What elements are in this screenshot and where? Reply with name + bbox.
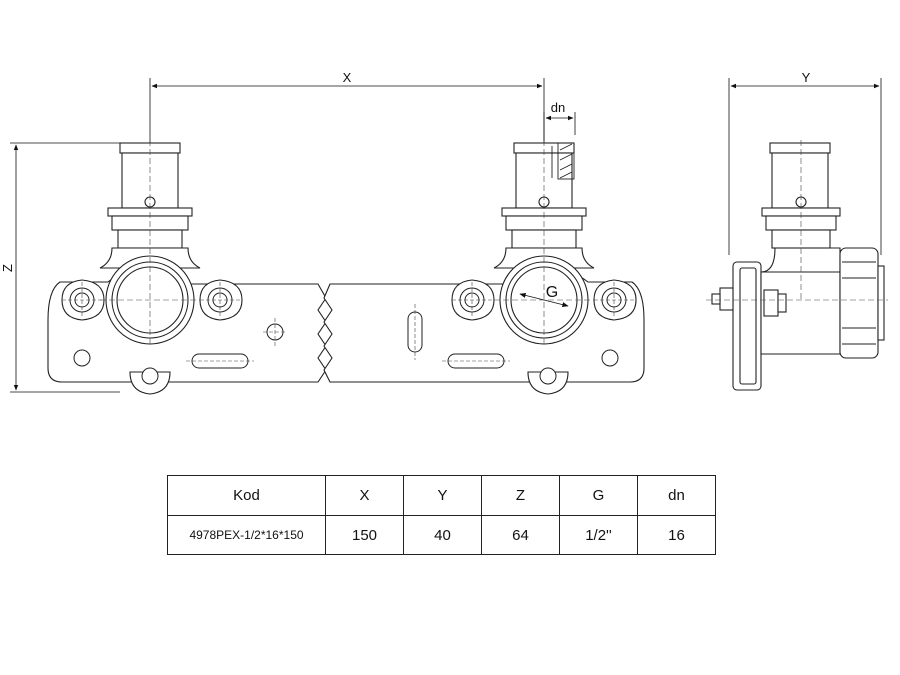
dimension-x (149, 78, 545, 300)
table-header-y: Y (403, 475, 482, 516)
dimension-x-label: X (343, 70, 352, 85)
technical-drawing: X dn Z Y (0, 70, 888, 395)
center-marks (62, 282, 634, 362)
dimension-y-label: Y (802, 70, 811, 85)
dimension-z-label: Z (0, 264, 15, 272)
table-header-z: Z (481, 475, 560, 516)
dimension-y (728, 78, 882, 255)
spec-table: Kod X Y Z G dn 4978PEX-1/2*16*150 150 40… (167, 475, 716, 555)
dimension-z (10, 142, 120, 393)
table-header-kod: Kod (167, 475, 326, 516)
table-header-row: Kod X Y Z G dn (167, 475, 716, 516)
table-cell-dn: 16 (637, 515, 716, 555)
table-header-x: X (325, 475, 404, 516)
table-row: 4978PEX-1/2*16*150 150 40 64 1/2'' 16 (167, 515, 716, 555)
table-header-g: G (559, 475, 638, 516)
dimension-g-label: G (546, 284, 558, 301)
left-fitting-centerline (100, 140, 200, 345)
dimension-dn-label: dn (551, 100, 565, 115)
side-view (711, 142, 885, 391)
table-cell-kod: 4978PEX-1/2*16*150 (167, 515, 326, 555)
table-cell-y: 40 (403, 515, 482, 555)
table-cell-x: 150 (325, 515, 404, 555)
table-cell-g: 1/2'' (559, 515, 638, 555)
dimension-g (519, 292, 569, 308)
table-header-dn: dn (637, 475, 716, 516)
dn-section-hatch (551, 142, 575, 180)
side-view-centerline (706, 140, 888, 301)
table-cell-z: 64 (481, 515, 560, 555)
